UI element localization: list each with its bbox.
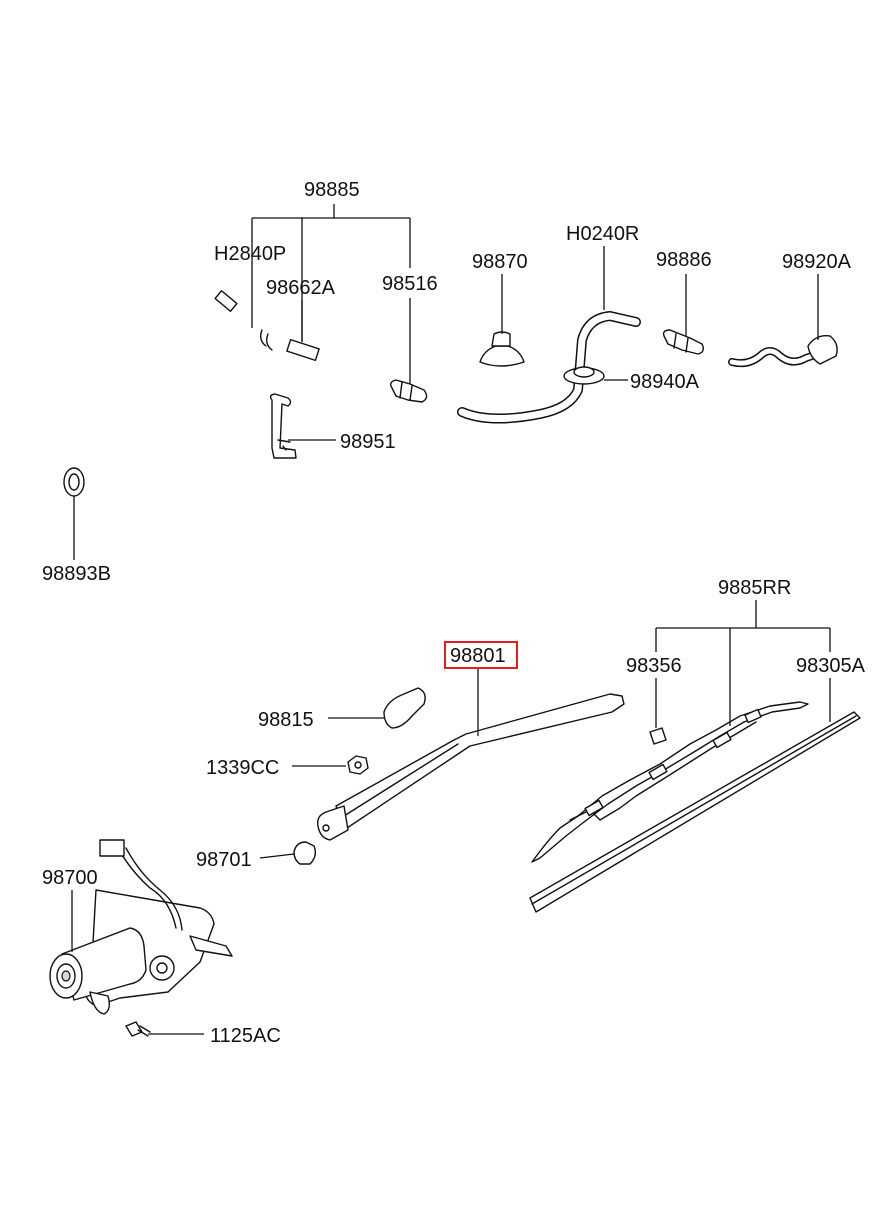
callout-98662A[interactable]: 98662A: [266, 277, 336, 299]
callout-H0240R[interactable]: H0240R: [566, 223, 639, 245]
nozzle-98920A: [728, 335, 838, 368]
callout-98801[interactable]: 98801: [450, 645, 506, 667]
highlight-box-98801: [444, 641, 518, 669]
callout-1339CC[interactable]: 1339CC: [206, 757, 279, 779]
callout-1125AC[interactable]: 1125AC: [210, 1025, 281, 1047]
hose-H0240R: [457, 311, 641, 424]
connector-98886: [662, 329, 705, 355]
clip-98356: [649, 727, 667, 745]
callout-98701[interactable]: 98701: [196, 849, 252, 871]
callout-98886[interactable]: 98886: [656, 249, 712, 271]
wiper-motor-98700: [49, 839, 233, 1015]
callout-H2840P[interactable]: H2840P: [214, 243, 286, 265]
callout-98356[interactable]: 98356: [626, 655, 682, 677]
cap-98815: [383, 687, 426, 729]
callout-labels: 98885 H2840P 98662A 98516 98870 H0240R 9…: [42, 179, 866, 1047]
washer-hose-98885: [20, 262, 352, 486]
callout-98885[interactable]: 98885: [304, 179, 360, 201]
nozzle-98870: [479, 331, 525, 367]
callout-98920A[interactable]: 98920A: [782, 251, 852, 273]
callout-98951[interactable]: 98951: [340, 431, 396, 453]
callout-98870[interactable]: 98870: [472, 251, 528, 273]
blade-refill-98305A: [529, 711, 861, 913]
wiper-arm-98801: [316, 693, 625, 841]
connector-98516: [389, 379, 428, 403]
grommet-98940A: [563, 366, 605, 385]
callout-98940A[interactable]: 98940A: [630, 371, 700, 393]
cap-98701: [293, 841, 317, 865]
callout-98893B[interactable]: 98893B: [42, 563, 111, 585]
wiper-blade-9885RR: [531, 701, 809, 863]
bolt-1125AC: [125, 1021, 151, 1037]
grommet-98893B: [63, 467, 85, 497]
leader-lines: [71, 204, 831, 1035]
callout-98700[interactable]: 98700: [42, 867, 98, 889]
callout-98305A[interactable]: 98305A: [796, 655, 866, 677]
callout-9885RR[interactable]: 9885RR: [718, 577, 791, 599]
nut-1339CC: [347, 755, 369, 775]
clip-98951: [269, 393, 297, 459]
callout-98815[interactable]: 98815: [258, 709, 314, 731]
callout-98516[interactable]: 98516: [382, 273, 438, 295]
